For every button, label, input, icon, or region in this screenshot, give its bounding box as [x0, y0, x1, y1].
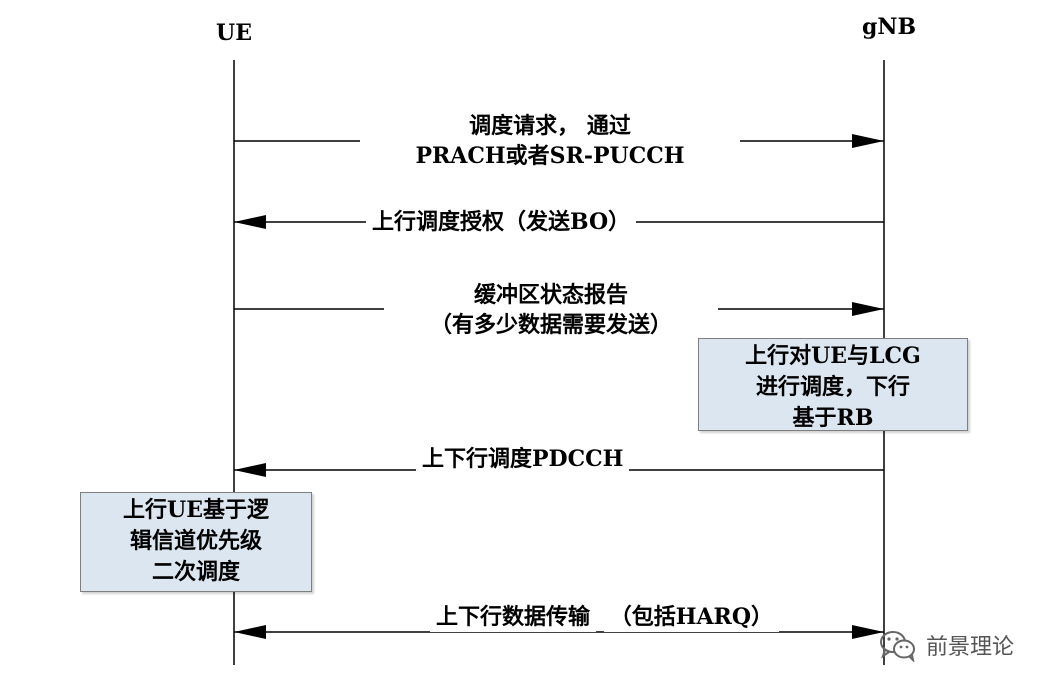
watermark-text: 前景理论 [926, 635, 1015, 660]
wechat-icon [880, 631, 915, 662]
note-ue-lcp: 上行UE基于逻 辑信道优先级 二次调度 [80, 492, 312, 592]
message-line: （包括HARQ） [603, 602, 779, 632]
note-line: 辑信道优先级 [129, 528, 262, 554]
note-line: 上行UE基于逻 [123, 497, 269, 523]
message-line: 上下行调度PDCCH [422, 446, 624, 472]
message-line: 缓冲区状态报告 [473, 282, 628, 308]
message-line: 上下行数据传输 [430, 602, 597, 632]
message-scheduling-request: 调度请求， 通过 PRACH或者SR-PUCCH [360, 111, 740, 171]
message-uplink-grant: 上行调度授权（发送BO） [366, 207, 637, 237]
note-gnb-scheduling: 上行对UE与LCG 进行调度，下行 基于RB [698, 338, 968, 431]
message-bsr: 缓冲区状态报告 （有多少数据需要发送） [384, 280, 718, 340]
note-line: 基于RB [792, 405, 874, 431]
message-line: 上行调度授权（发送BO） [372, 209, 631, 235]
message-line: PRACH或者SR-PUCCH [415, 143, 685, 169]
message-data-transfer: 上下行数据传输 （包括HARQ） [430, 602, 779, 632]
participant-ue: UE [216, 20, 252, 46]
message-line: （有多少数据需要发送） [429, 312, 672, 338]
note-line: 进行调度，下行 [755, 374, 910, 400]
message-pdcch: 上下行调度PDCCH [416, 444, 630, 474]
participant-gnb: gNB [861, 14, 917, 40]
note-line: 二次调度 [151, 559, 240, 585]
watermark: 前景理论 [878, 623, 1014, 667]
message-line: 调度请求， 通过 [469, 113, 631, 139]
note-line: 上行对UE与LCG [745, 343, 921, 369]
